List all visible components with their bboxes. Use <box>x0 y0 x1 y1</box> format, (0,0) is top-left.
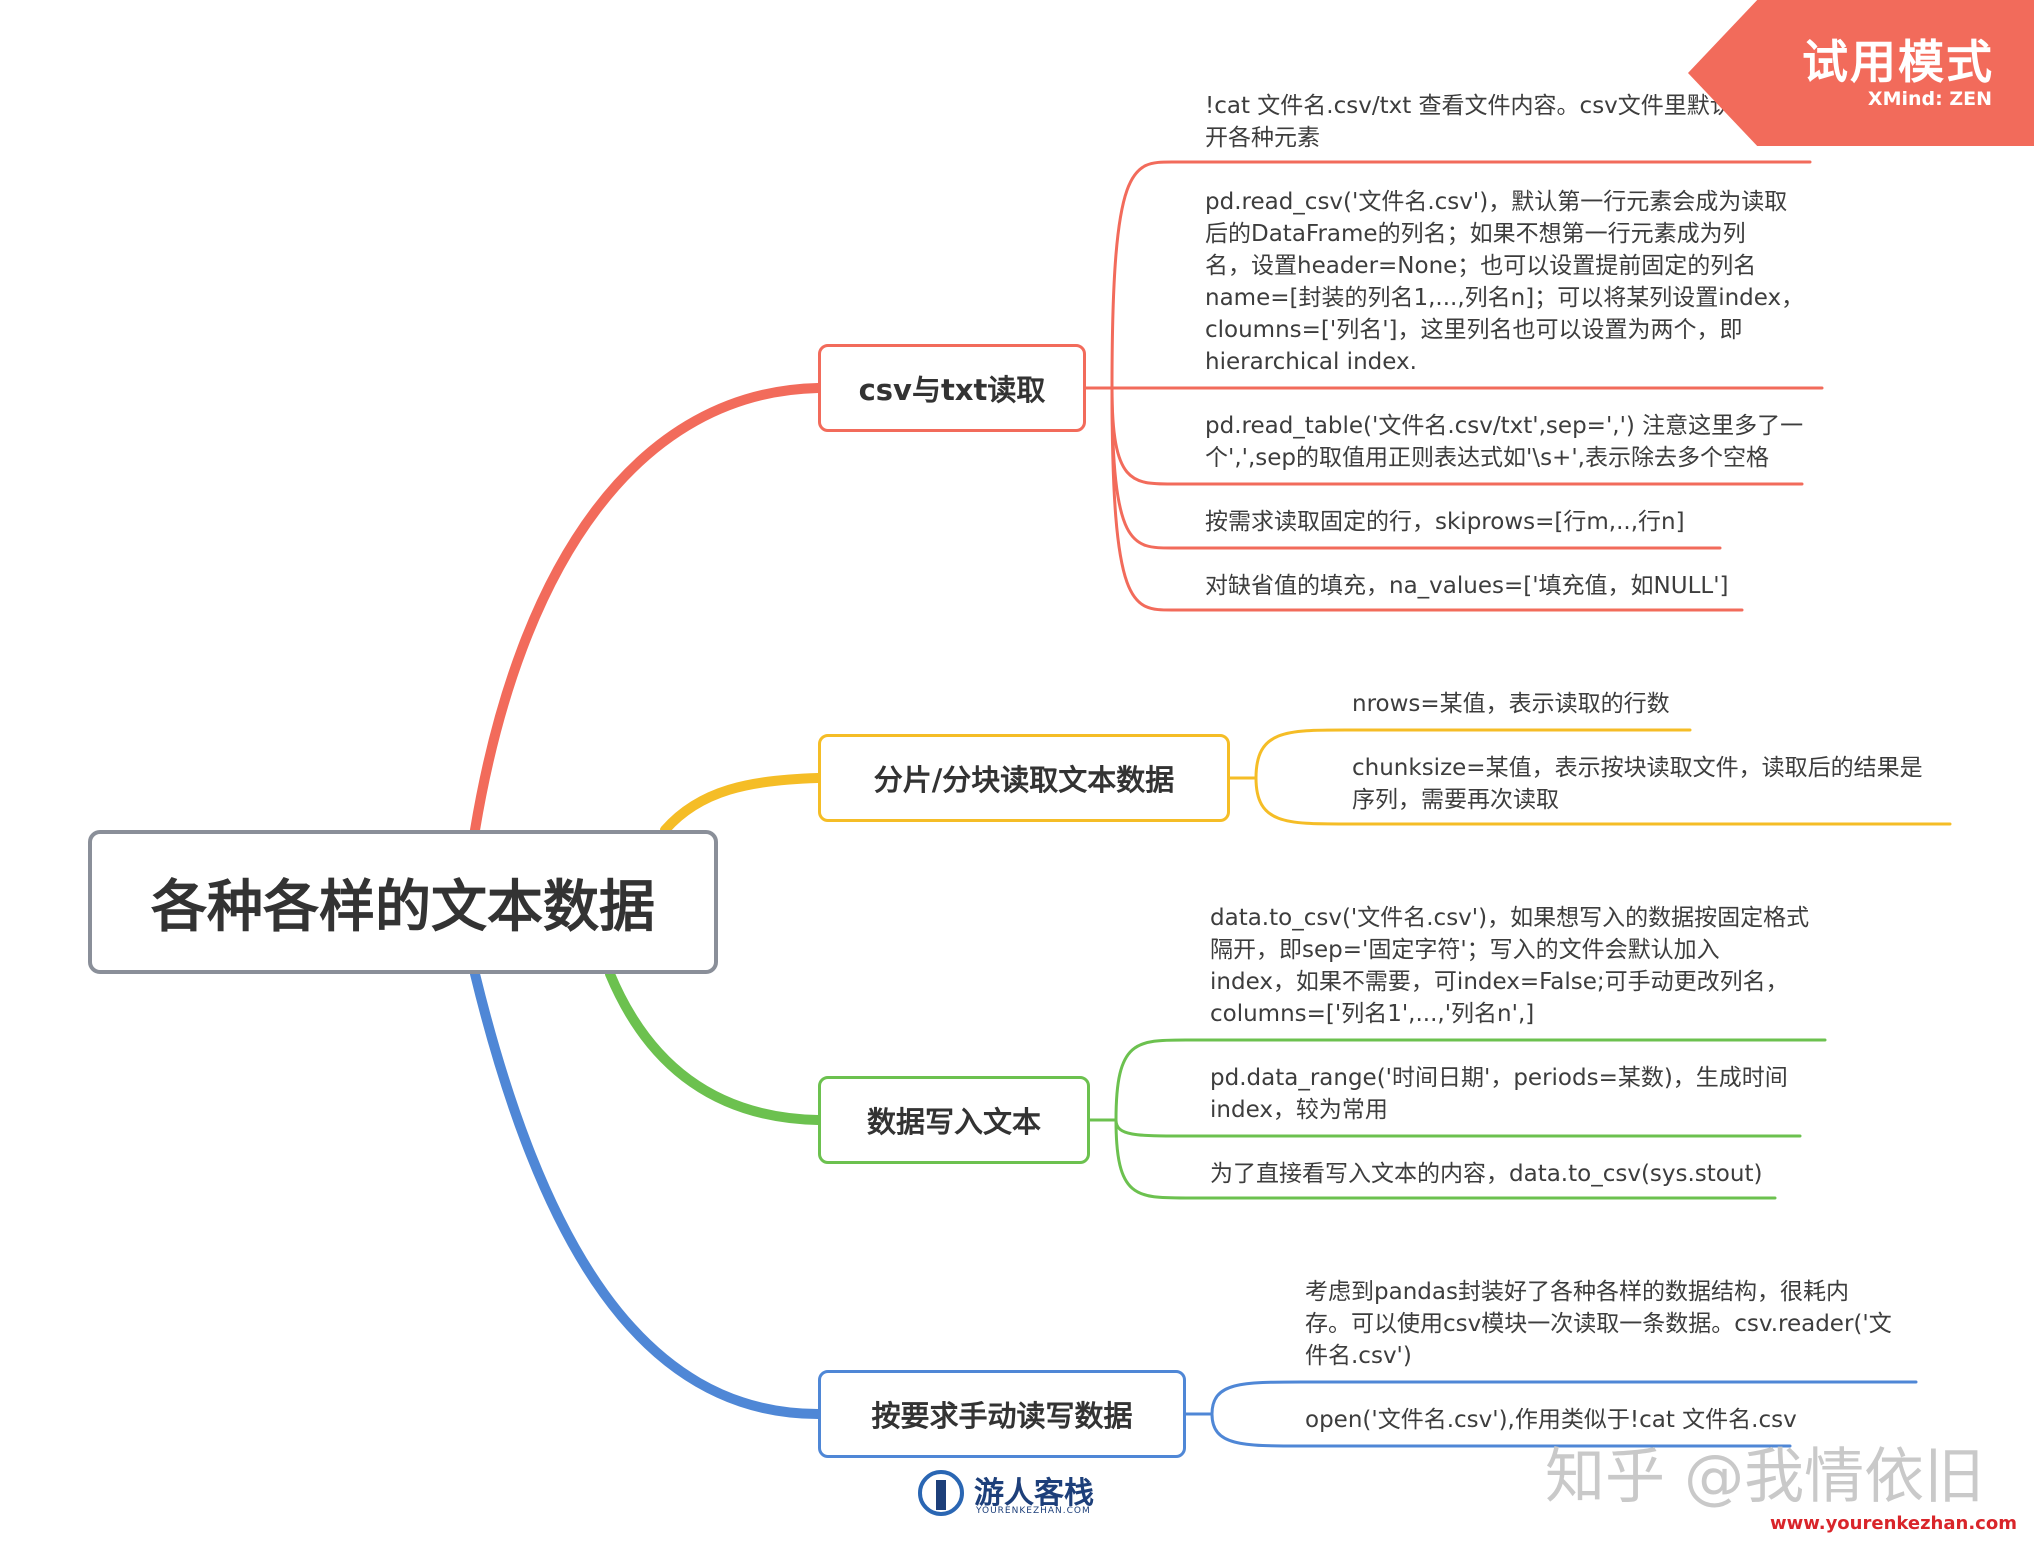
site-logo: 游人客栈 YOURENKEZHAN.COM <box>918 1466 1118 1522</box>
leaf-na-values[interactable]: 对缺省值的填充，na_values=['填充值，如NULL'] <box>1205 573 1729 599</box>
leaf-skiprows[interactable]: 按需求读取固定的行，skiprows=[行m,..,行n] <box>1205 509 1685 535</box>
branch-label: 按要求手动读写数据 <box>871 1399 1133 1433</box>
zhihu-watermark: 知乎 @我情依旧 <box>1545 1442 1985 1512</box>
xmind-product-label: XMind: ZEN <box>1867 88 1992 110</box>
connector-branch-2-leaf-2 <box>1114 1118 1777 1200</box>
leaf-read-csv[interactable]: pd.read_csv('文件名.csv')，默认第一行元素会成为读取 后的Da… <box>1205 189 1805 375</box>
branch-chunk-read[interactable]: 分片/分块读取文本数据 <box>818 734 1230 822</box>
branch-write-text[interactable]: 数据写入文本 <box>818 1076 1090 1164</box>
connector-root-branch-1 <box>660 773 823 835</box>
branch-label: 数据写入文本 <box>866 1105 1041 1139</box>
connector-branch-3-leaf-1 <box>1210 1412 1792 1448</box>
connector-branch-2-leaf-0 <box>1114 1038 1827 1122</box>
trial-mode-badge: 试用模式 XMind: ZEN <box>1688 0 2034 146</box>
leaf-csv-reader[interactable]: 考虑到pandas封装好了各种各样的数据结构，很耗内 存。可以使用csv模块一次… <box>1305 1279 1892 1369</box>
leaf-date-range[interactable]: pd.data_range('时间日期'，periods=某数)，生成时间 in… <box>1210 1065 1788 1123</box>
branch-label: csv与txt读取 <box>858 373 1046 407</box>
logo-name: 游人客栈 <box>974 1476 1094 1511</box>
connector-root-branch-3 <box>470 969 823 1419</box>
site-url-watermark: www.yourenkezhan.com <box>1770 1513 2017 1534</box>
connector-branch-1-leaf-1 <box>1254 776 1952 826</box>
connector-branch-1-leaf-0 <box>1254 728 1692 780</box>
branch-manual-rw[interactable]: 按要求手动读写数据 <box>818 1370 1186 1458</box>
branch-csv-txt-read[interactable]: csv与txt读取 <box>818 344 1086 432</box>
connector-branch-3-leaf-0 <box>1210 1380 1918 1416</box>
leaf-open-file[interactable]: open('文件名.csv'),作用类似于!cat 文件名.csv <box>1305 1407 1797 1433</box>
connector-branch-0-leaf-4 <box>1110 386 1744 612</box>
leaf-read-table[interactable]: pd.read_table('文件名.csv/txt',sep=',') 注意这… <box>1205 413 1804 471</box>
connector-root-branch-2 <box>605 969 823 1125</box>
leaf-to-csv-stdout[interactable]: 为了直接看写入文本的内容，data.to_csv(sys.stout) <box>1210 1161 1763 1187</box>
logo-subtext: YOURENKEZHAN.COM <box>976 1506 1091 1516</box>
logo-icon <box>918 1470 964 1516</box>
root-topic-label: 各种各样的文本数据 <box>151 874 655 940</box>
connector-root-branch-0 <box>470 383 823 835</box>
root-topic[interactable]: 各种各样的文本数据 <box>88 830 718 974</box>
leaf-to-csv[interactable]: data.to_csv('文件名.csv')，如果想写入的数据按固定格式 隔开，… <box>1210 905 1810 1027</box>
connector-branch-0-leaf-0 <box>1110 160 1812 390</box>
leaf-nrows[interactable]: nrows=某值，表示读取的行数 <box>1352 691 1670 717</box>
branch-label: 分片/分块读取文本数据 <box>873 763 1175 797</box>
trial-mode-title: 试用模式 <box>1802 35 1994 89</box>
leaf-chunksize[interactable]: chunksize=某值，表示按块读取文件，读取后的结果是 序列，需要再次读取 <box>1352 755 1923 813</box>
